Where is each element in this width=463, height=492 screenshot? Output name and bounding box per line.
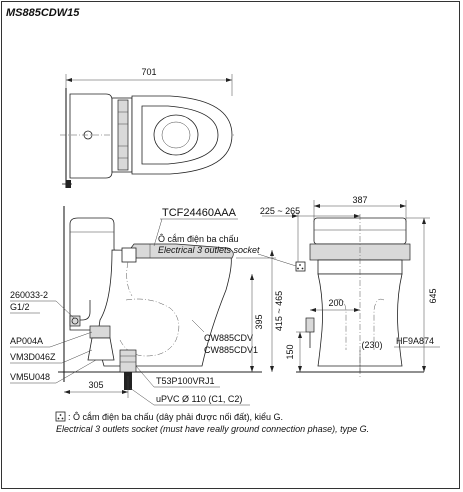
- tank-outline: [69, 93, 113, 179]
- socket-leader: [257, 253, 297, 267]
- label-ap004a-leader: [49, 331, 93, 348]
- floor-flange: [119, 349, 137, 373]
- dim-395-arrow-b: [250, 366, 254, 372]
- label-260033-leader: [55, 300, 75, 319]
- trapway-hidden: [119, 298, 180, 357]
- dim-150-label: 150: [285, 344, 295, 359]
- supply-valve-front: [305, 317, 315, 333]
- dim-305-arrow-r: [122, 390, 128, 394]
- dim-387-label: 387: [352, 195, 367, 205]
- label-hf9a874: HF9A874: [396, 336, 434, 346]
- dim-200-arrow-l: [310, 308, 316, 312]
- footnote-pin-1: [59, 414, 62, 416]
- bowl-side: [98, 249, 232, 367]
- dim-230-label: (230): [361, 340, 382, 350]
- label-vm3d046z: VM3D046Z: [10, 352, 56, 362]
- socket-pin-1: [299, 264, 301, 266]
- supply-hose: [70, 300, 91, 321]
- label-ap004a: AP004A: [10, 336, 43, 346]
- washlet-seat: [127, 243, 234, 259]
- seat-lid-outline: [131, 95, 233, 175]
- label-vm5u048-leader: [55, 359, 97, 384]
- label-upvc: uPVC Ø 110 (C1, C2): [156, 394, 242, 404]
- model-title: MS885CDW15: [6, 7, 80, 19]
- socket-pin-2: [297, 267, 299, 270]
- footnote-vi: : Ô cắm điện ba chấu (dây phải được nối …: [68, 412, 283, 422]
- label-cw-leader: [191, 319, 205, 333]
- dim-395-arrow-t: [250, 274, 254, 280]
- front-hidden-r: [373, 298, 385, 350]
- footnote-pin-3: [61, 417, 64, 420]
- valve-handle: [71, 317, 79, 325]
- label-g12: G1/2: [10, 302, 30, 312]
- label-260033-2: 260033-2: [10, 290, 48, 300]
- label-t53p100vrj1: T53P100VRJ1: [156, 376, 215, 386]
- footnote: : Ô cắm điện ba chấu (dây phải được nối …: [55, 411, 369, 434]
- label-t53-leader: [135, 365, 155, 388]
- label-vm5u048: VM5U048: [10, 372, 50, 382]
- footnote-socket-icon: [55, 411, 66, 422]
- dim-387-arrow-r: [400, 204, 406, 208]
- dim-225-arrow-r: [354, 214, 360, 218]
- label-cw885cdv: CW885CDV: [204, 333, 253, 343]
- socket-label-vi: Ô cắm điện ba chấu: [158, 234, 239, 244]
- dim-225-arrow: [292, 214, 298, 218]
- dim-415-465-label: 415 ~ 465: [274, 291, 284, 331]
- dim-645-arrow-b: [422, 366, 426, 372]
- seat-model-label: TCF24460AAA: [162, 207, 237, 219]
- supply-valve-top: [66, 180, 71, 188]
- dim-387-arrow-l: [314, 204, 320, 208]
- power-cord: [126, 261, 133, 297]
- wall-socket: [295, 261, 306, 272]
- bowl-opening: [153, 114, 199, 156]
- dim-701-label: 701: [141, 67, 156, 77]
- dim-225-265-label: 225 ~ 265: [260, 206, 300, 216]
- dim-150-arrow-t: [298, 332, 302, 338]
- label-cw885cdv1: CW885CDV1: [204, 345, 258, 355]
- dim-305-arrow-l: [64, 390, 70, 394]
- label-vm3d046z-leader: [61, 349, 93, 364]
- socket-pin-3: [301, 267, 304, 270]
- front-hidden-l: [335, 298, 347, 350]
- arrow-left: [66, 78, 72, 82]
- dim-200-arrow-r: [354, 308, 360, 312]
- top-view: 701: [60, 67, 236, 188]
- dim-395-label: 395: [254, 314, 264, 329]
- seat-inner: [141, 105, 219, 165]
- bowl-water: [161, 121, 191, 149]
- dim-645-label: 645: [428, 288, 438, 303]
- arrow-right: [226, 78, 232, 82]
- footnote-pin-2: [57, 417, 60, 420]
- dim-645-arrow-t: [422, 218, 426, 224]
- dim-305-label: 305: [88, 380, 103, 390]
- dim-150-arrow-b: [298, 366, 302, 372]
- front-view: 387 225 ~ 265: [260, 195, 440, 378]
- footnote-en: Electrical 3 outlets socket (must have r…: [56, 424, 369, 434]
- label-upvc-leader: [129, 387, 155, 406]
- dim-415-arrow-t: [270, 250, 274, 256]
- seat-model-leader: [153, 218, 163, 247]
- socket-label-en: Electrical 3 outlets socket: [158, 245, 260, 255]
- drain-bend: [87, 337, 115, 361]
- drain-trap-box: [89, 325, 111, 339]
- washlet-hinge: [121, 247, 137, 263]
- dim-415-arrow-b: [270, 366, 274, 372]
- control-panel: [117, 99, 129, 171]
- dim-200-label: 200: [328, 298, 343, 308]
- pedestal-front: [317, 273, 403, 367]
- side-view: TCF24460AAA Ô cắm điện ba chấu Electrica…: [10, 206, 306, 406]
- stop-valve: [69, 315, 81, 327]
